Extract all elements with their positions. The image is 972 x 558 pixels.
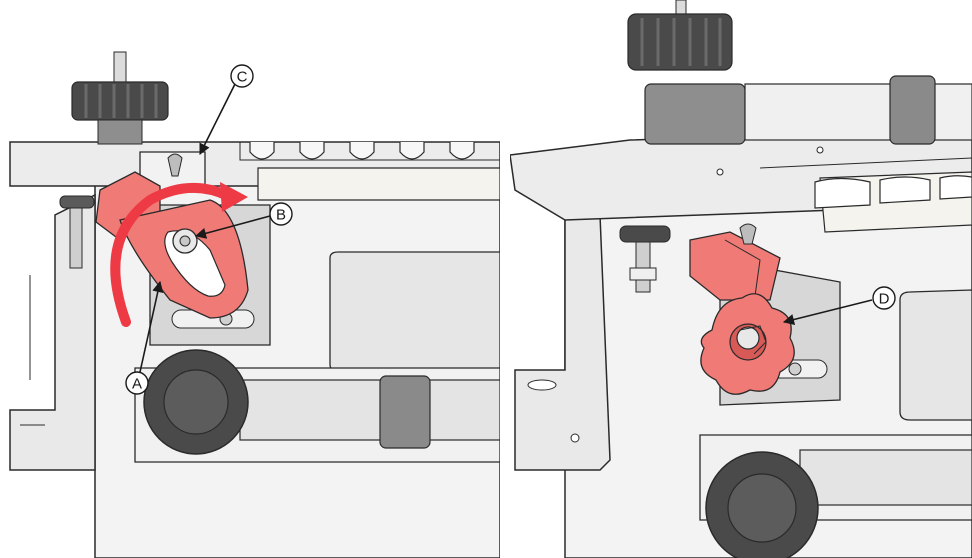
comb-teeth-left <box>249 142 475 160</box>
inner-window-left <box>329 251 501 373</box>
right-panel <box>509 0 972 558</box>
panel-gap <box>500 0 510 558</box>
left-panel <box>9 51 501 558</box>
callout-a: A <box>125 280 164 395</box>
knurled-knob-icon <box>71 51 169 145</box>
callout-a-label: A <box>132 376 142 393</box>
callout-b: B <box>194 202 293 239</box>
callout-d: D <box>782 286 896 325</box>
star-knob-d <box>700 293 795 395</box>
thumb-screw-left <box>59 195 95 269</box>
callout-b-label: B <box>276 207 286 224</box>
upper-tube-right <box>744 83 972 141</box>
curved-rotation-arrow-icon <box>110 183 233 327</box>
lower-knob-left <box>143 349 249 455</box>
bolt-b <box>172 228 198 254</box>
thumb-screw-right <box>619 225 671 293</box>
callout-d-label: D <box>879 291 890 308</box>
lower-knob-right <box>705 451 819 558</box>
side-bracket-right <box>514 198 611 471</box>
top-knob-right <box>627 0 746 145</box>
wood-board-left <box>257 167 501 201</box>
inner-window-right <box>899 289 972 421</box>
callout-c-label: C <box>237 69 248 86</box>
comb-cutouts-right <box>814 175 972 209</box>
callout-c: C <box>199 64 254 156</box>
stop-block-right <box>689 223 781 301</box>
